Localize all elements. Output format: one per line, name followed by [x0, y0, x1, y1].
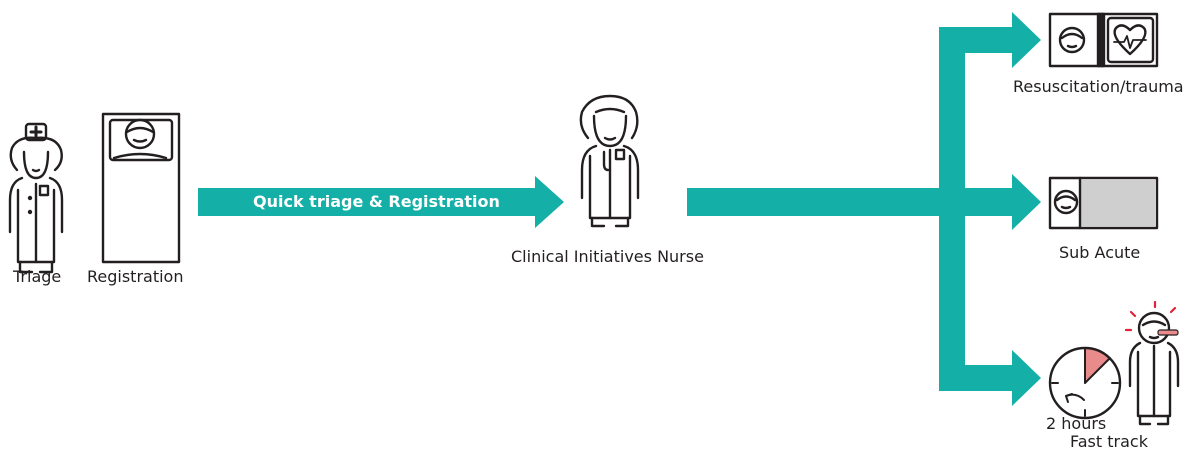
clinical-nurse-icon — [579, 94, 640, 228]
sub-acute-label: Sub Acute — [1059, 243, 1141, 262]
branch-arrow-sub-acute — [939, 174, 1041, 230]
triage-label: Triage — [13, 267, 62, 286]
resuscitation-bed-icon — [1048, 12, 1159, 68]
triage-nurse-icon — [8, 122, 64, 274]
branch-arrow-fast-track — [939, 350, 1041, 406]
connector-bar — [687, 188, 965, 216]
clinical-nurse-label: Clinical Initiatives Nurse — [511, 247, 704, 266]
two-hours-label: 2 hours — [1046, 414, 1107, 433]
branch-arrow-resuscitation — [939, 12, 1041, 68]
main-arrow — [198, 176, 564, 228]
sub-acute-bed-icon — [1048, 176, 1159, 230]
arrows — [198, 12, 1041, 406]
registration-bed-icon — [101, 112, 181, 264]
resuscitation-label: Resuscitation/trauma — [1013, 77, 1184, 96]
fast-track-label: Fast track — [1070, 432, 1148, 451]
main-arrow-label: Quick triage & Registration — [253, 192, 500, 211]
registration-label: Registration — [87, 267, 184, 286]
clock-icon — [1048, 346, 1122, 420]
feverish-patient-icon — [1124, 300, 1180, 426]
